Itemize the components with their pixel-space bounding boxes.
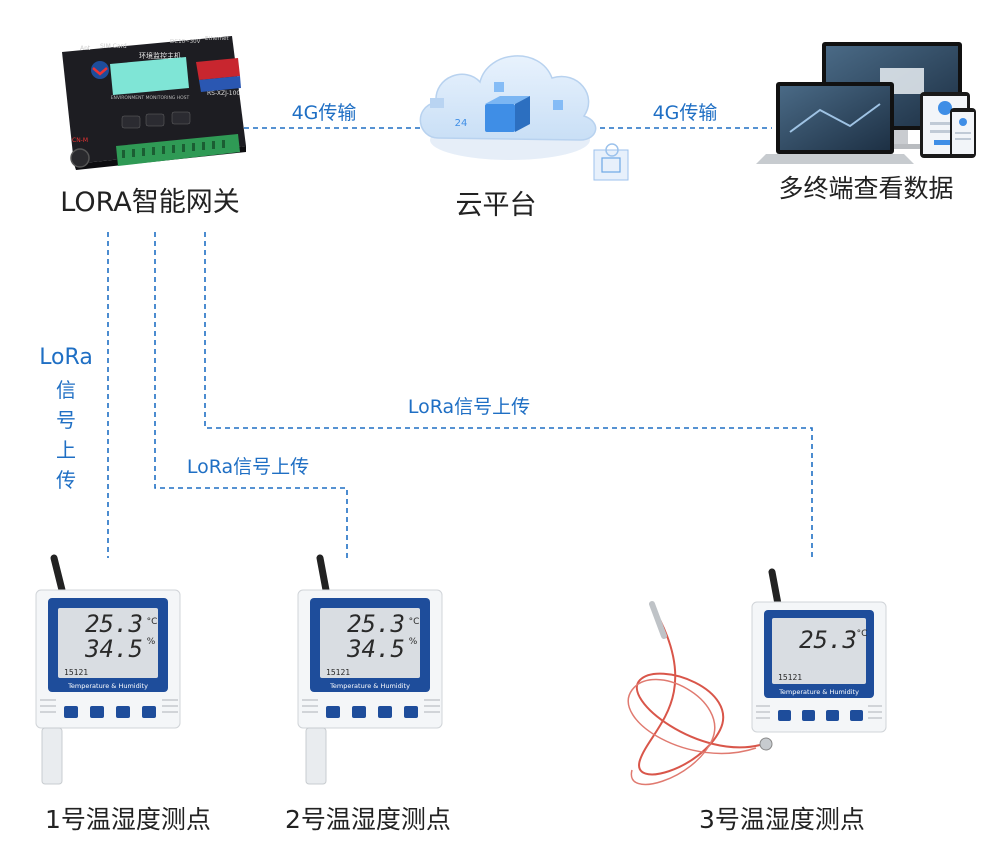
- sensor-1-label: 1号温湿度测点: [45, 805, 211, 834]
- sensor-caption: Temperature & Humidity: [778, 688, 859, 696]
- sensor-temp-unit: °C: [857, 629, 868, 639]
- sensor-code: 15121: [778, 673, 802, 682]
- link-label-gateway-cloud: 4G传输: [292, 102, 357, 124]
- terminals-group: [756, 42, 976, 164]
- link-sensor3: [204, 232, 813, 560]
- sensor-2-device: 25.3 °C 34.5 % 15121 Temperature & Humid…: [297, 554, 443, 785]
- down-button-icon[interactable]: [778, 710, 791, 721]
- gateway-model: RS-XZJ-100: [207, 90, 240, 97]
- gateway-lcd: [110, 57, 189, 95]
- down-button-icon[interactable]: [326, 706, 340, 718]
- link-label-cloud-terminals: 4G传输: [653, 102, 718, 124]
- gateway-subtitle: ENVIRONMENT MONITORING HOST: [111, 95, 190, 101]
- cloud-cube-icon: [485, 104, 515, 132]
- sensor-2-label: 2号温湿度测点: [285, 805, 451, 834]
- sensor-3-label: 3号温湿度测点: [699, 805, 865, 834]
- sensor-code: 15121: [64, 668, 88, 677]
- temperature-probe-icon: [649, 601, 667, 639]
- sensor-temp-unit: °C: [147, 617, 158, 627]
- up-button-icon[interactable]: [90, 706, 104, 718]
- link-label-sensor1-line: 信: [56, 378, 76, 402]
- sensor-probe: [41, 727, 63, 785]
- home-button-icon[interactable]: [116, 706, 130, 718]
- phone-icon: [950, 108, 976, 158]
- gateway-device: Ant SIM Card DC10~30V Ethernet 环境监控主机 EN…: [62, 36, 246, 170]
- gateway-button[interactable]: [145, 113, 165, 127]
- cloud-label: 云平台: [456, 190, 537, 221]
- sensor-temp: 25.3: [347, 610, 405, 638]
- sensor-temp: 25.3: [799, 626, 857, 654]
- terminals-label: 多终端查看数据: [778, 174, 953, 203]
- gateway-label: LORA智能网关: [60, 187, 239, 218]
- cloud-icon: 24: [419, 55, 629, 181]
- gateway-top-label: Ethernet: [205, 36, 230, 42]
- ok-button-icon[interactable]: [850, 710, 863, 721]
- link-label-sensor1-line: 传: [56, 468, 76, 492]
- sensor-caption: Temperature & Humidity: [329, 682, 410, 690]
- link-label-sensor3: LoRa信号上传: [408, 396, 530, 418]
- sensor-hum: 34.5: [84, 635, 143, 663]
- ok-button-icon[interactable]: [142, 706, 156, 718]
- sensor-1-device: 25.3 °C 34.5 % 15121 Temperature & Humid…: [35, 554, 181, 785]
- cloud-badge: 24: [455, 118, 468, 129]
- link-label-sensor1: LoRa 信 号 上 传: [39, 345, 93, 492]
- sensor-hum-unit: %: [147, 637, 156, 647]
- home-button-icon[interactable]: [826, 710, 839, 721]
- link-sensor2: [154, 232, 348, 558]
- link-label-sensor1-line: LoRa: [39, 345, 93, 370]
- gateway-title: 环境监控主机: [139, 51, 181, 60]
- antenna-icon: [316, 554, 330, 594]
- gateway-top-label: SIM Card: [100, 43, 127, 50]
- gateway-logo-icon: [91, 61, 109, 79]
- probe-cable: [636, 619, 761, 776]
- sensor-probe: [305, 727, 327, 785]
- link-lines: [107, 127, 813, 560]
- sensor-caption: Temperature & Humidity: [67, 682, 148, 690]
- antenna-icon: [768, 568, 782, 608]
- antenna-icon: [50, 554, 66, 594]
- sensor-lcd: [58, 608, 158, 678]
- gateway-button[interactable]: [121, 115, 141, 129]
- sensor-temp-unit: °C: [409, 617, 420, 627]
- link-label-sensor2: LoRa信号上传: [187, 456, 309, 478]
- sensor-lcd: [772, 618, 866, 684]
- gateway-button[interactable]: [171, 111, 191, 125]
- sensor-3-device: 25.3 °C 15121 Temperature & Humidity: [627, 568, 887, 786]
- antenna-connector-icon: [70, 148, 90, 168]
- sensor-lcd: [320, 608, 420, 678]
- link-label-sensor1-line: 上: [56, 438, 76, 462]
- up-button-icon[interactable]: [352, 706, 366, 718]
- gateway-corner-label: CN-M: [72, 137, 88, 144]
- down-button-icon[interactable]: [64, 706, 78, 718]
- sensor-hum: 34.5: [346, 635, 405, 663]
- gateway-top-label: DC10~30V: [170, 39, 201, 45]
- home-button-icon[interactable]: [378, 706, 392, 718]
- link-label-sensor1-line: 号: [56, 408, 76, 432]
- laptop-icon: [756, 82, 914, 164]
- gateway-terminal-block: [116, 134, 240, 166]
- sensor-code: 15121: [326, 668, 350, 677]
- gateway-top-label: Ant: [80, 45, 91, 52]
- sensor-temp: 25.3: [85, 610, 143, 638]
- up-button-icon[interactable]: [802, 710, 815, 721]
- ok-button-icon[interactable]: [404, 706, 418, 718]
- sensor-hum-unit: %: [409, 637, 418, 647]
